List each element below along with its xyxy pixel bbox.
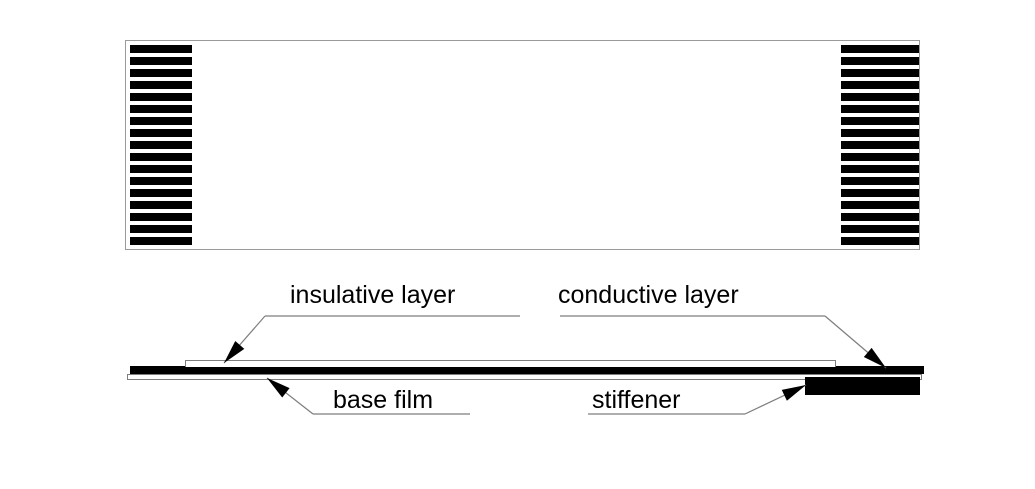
contact-finger [841,81,919,89]
contact-finger [130,165,192,173]
contact-finger [841,189,919,197]
contact-finger [130,81,192,89]
contact-finger [841,225,919,233]
contact-finger [130,45,192,53]
insulative-layer [185,360,836,367]
contact-finger [841,141,919,149]
contact-finger [841,237,919,245]
right-contact-finger-group [841,41,919,251]
contact-finger [130,201,192,209]
contact-finger [130,225,192,233]
contact-finger [841,153,919,161]
contact-finger [841,213,919,221]
conductive-layer [130,366,924,374]
contact-finger [841,45,919,53]
contact-finger [130,129,192,137]
contact-finger [841,69,919,77]
contact-finger [841,129,919,137]
plan-view-rectangle [125,40,920,250]
cross-section-view [125,355,925,400]
contact-finger [841,117,919,125]
contact-finger [130,105,192,113]
contact-finger [130,237,192,245]
contact-finger [130,141,192,149]
contact-finger [841,93,919,101]
contact-finger [130,57,192,65]
contact-finger [130,177,192,185]
label-conductive-layer: conductive layer [558,281,739,309]
contact-finger [130,213,192,221]
contact-finger [841,57,919,65]
contact-finger [130,93,192,101]
label-insulative-layer: insulative layer [290,281,456,309]
contact-finger [130,117,192,125]
contact-finger [841,177,919,185]
label-stiffener: stiffener [592,386,681,414]
base-film-layer [127,374,922,380]
label-base-film: base film [333,386,434,414]
contact-finger [841,105,919,113]
stiffener-block [805,377,920,395]
contact-finger [130,189,192,197]
contact-finger [130,153,192,161]
contact-finger [841,201,919,209]
contact-finger [841,165,919,173]
left-contact-finger-group [130,41,192,251]
contact-finger [130,69,192,77]
